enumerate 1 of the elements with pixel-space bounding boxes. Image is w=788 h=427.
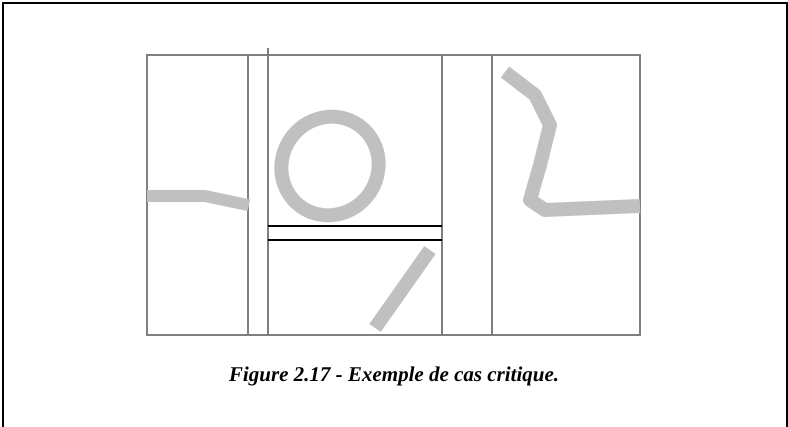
figure-caption: Figure 2.17 - Exemple de cas critique. <box>228 362 560 387</box>
